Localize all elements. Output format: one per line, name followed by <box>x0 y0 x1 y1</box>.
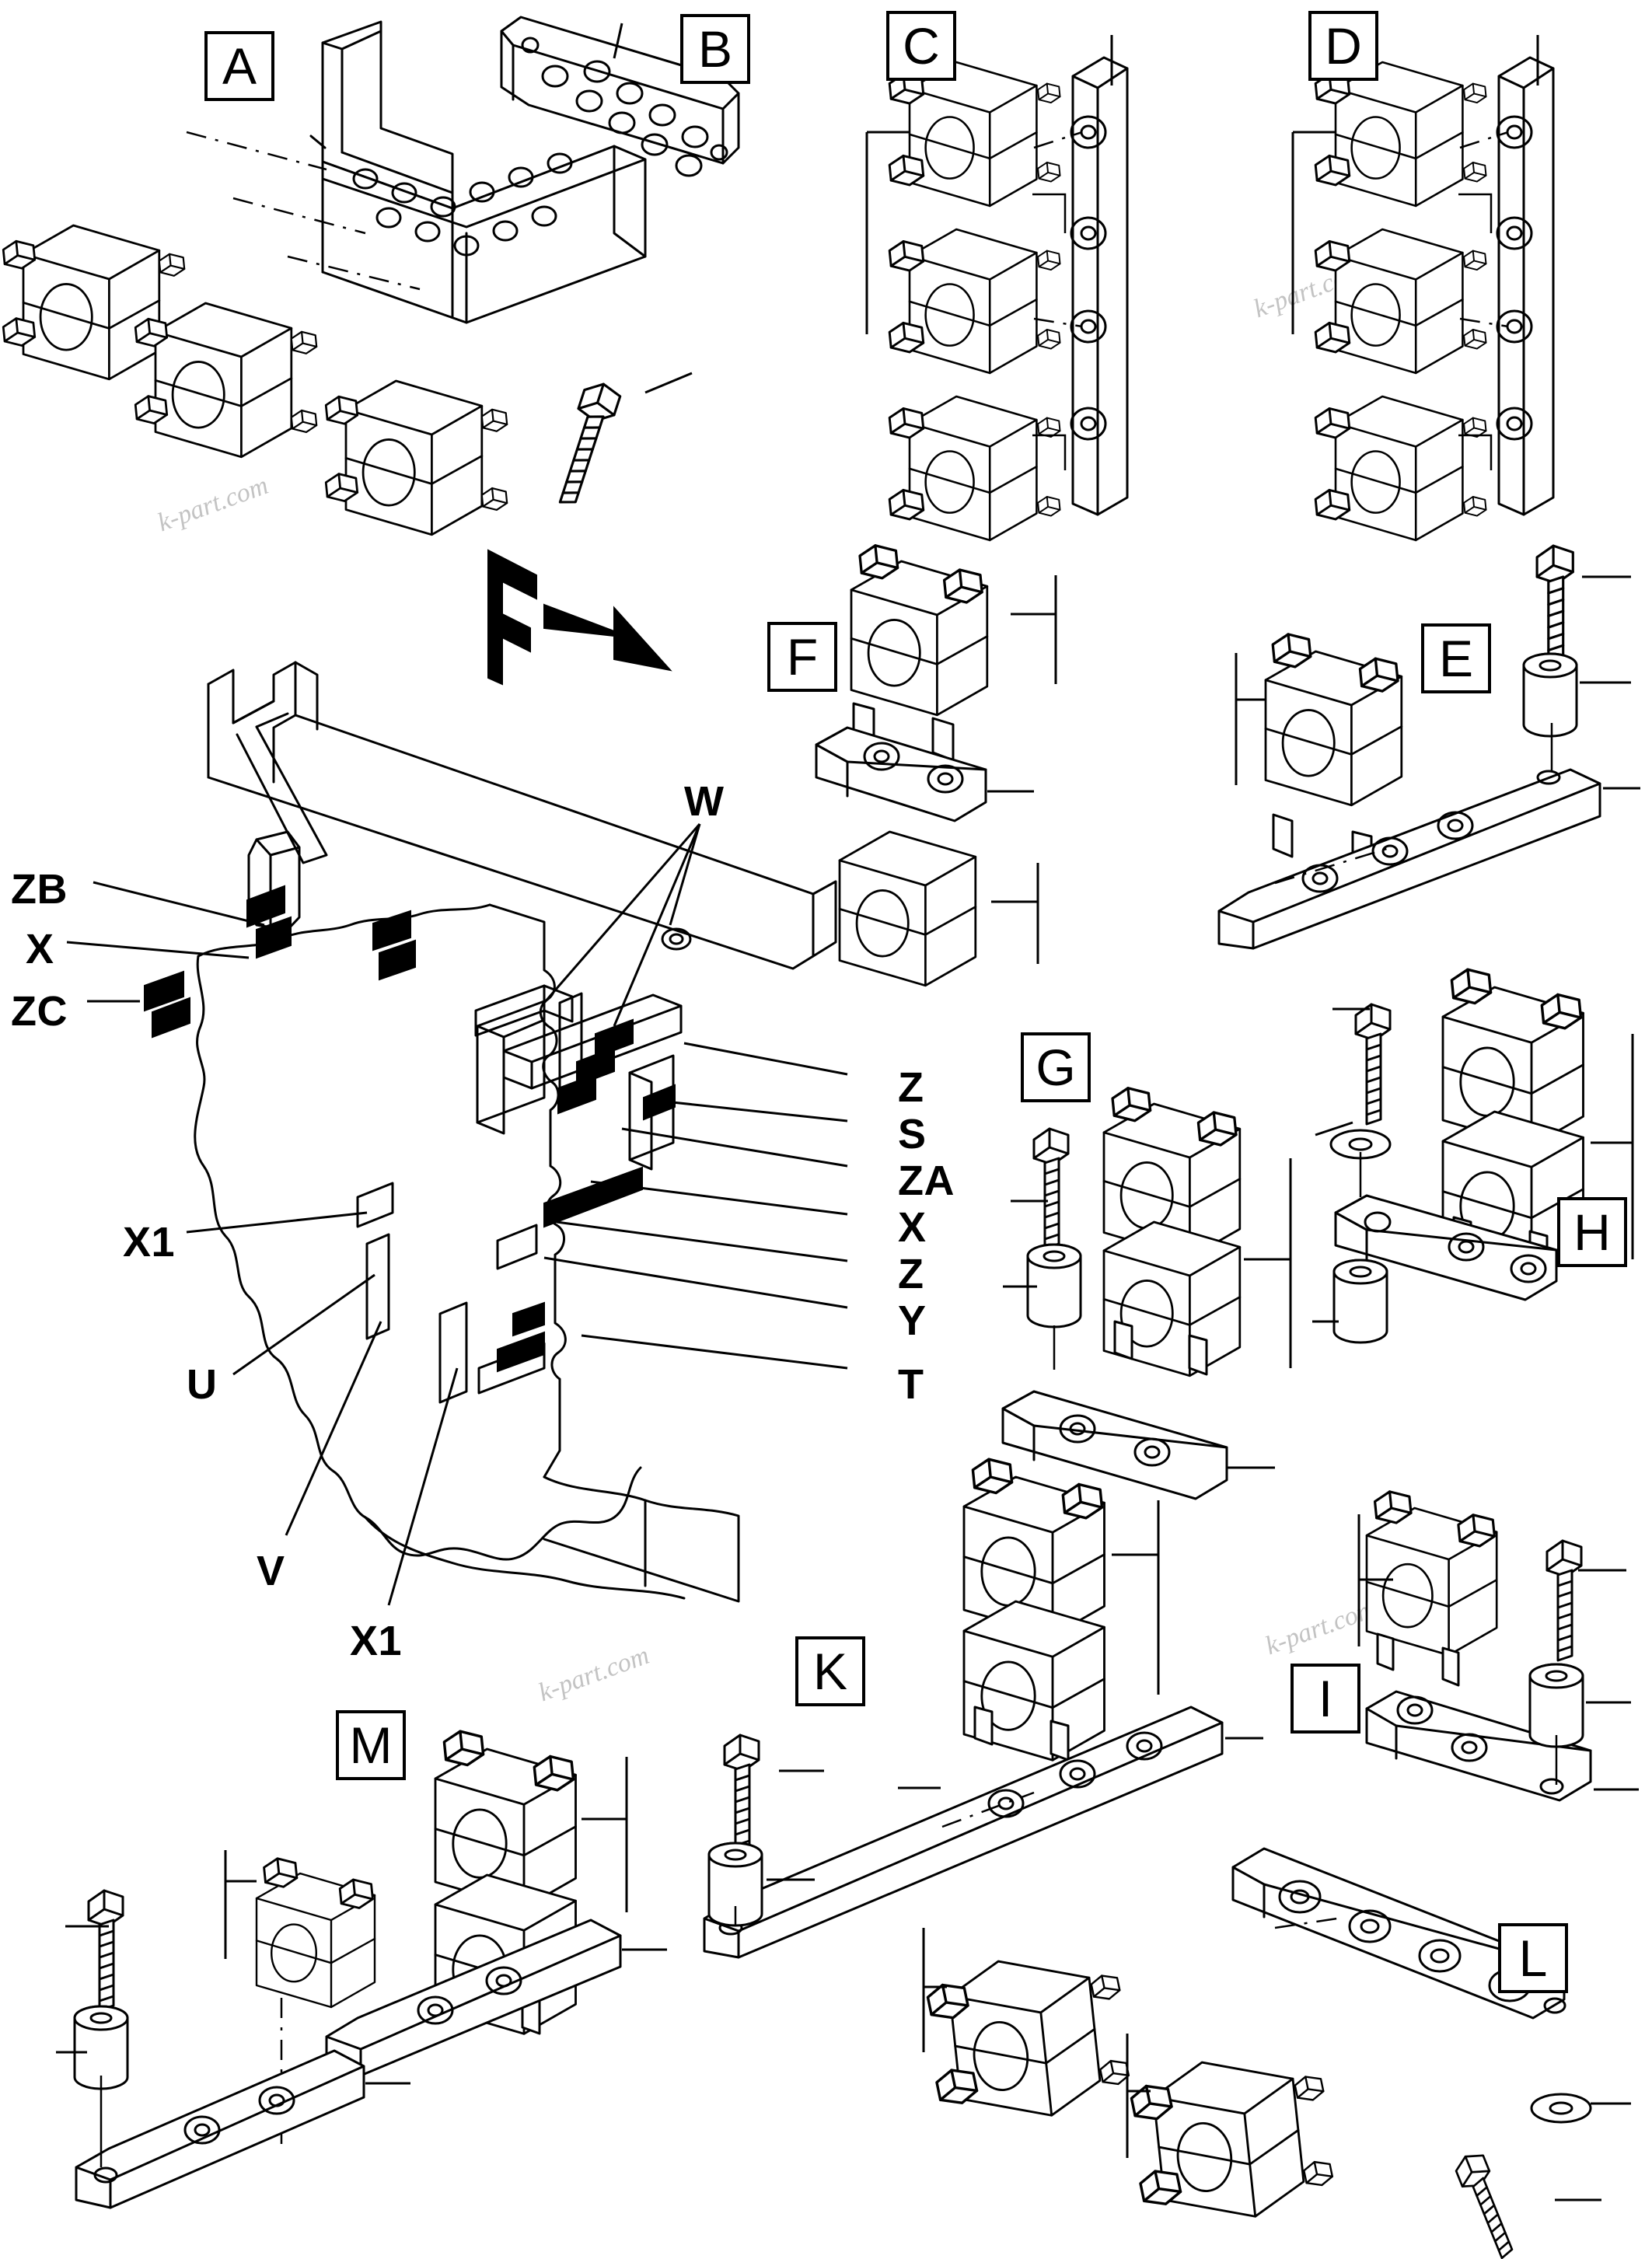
panel-label-i: I <box>1291 1664 1360 1734</box>
callout-label-z: Z <box>898 1064 924 1111</box>
panel-letter: H <box>1573 1203 1611 1261</box>
panel-letter: E <box>1438 630 1474 687</box>
panel-l-artwork <box>922 1847 1631 2259</box>
callout-label-v: V <box>257 1548 285 1594</box>
panel-h-artwork <box>1312 968 1634 1344</box>
panel-i-artwork <box>1357 1490 1639 1802</box>
engine-assembly-artwork <box>144 661 837 1603</box>
callout-label-x: X <box>26 926 54 972</box>
callout-label-x1: X1 <box>123 1219 176 1266</box>
panel-label-a: A <box>204 31 274 101</box>
panel-letter: D <box>1325 17 1362 75</box>
callout-label-s: S <box>898 1111 927 1157</box>
panel-d-artwork <box>1291 35 1555 542</box>
callout-label-zc: ZC <box>11 988 68 1035</box>
callout-label-zb: ZB <box>11 866 68 913</box>
panel-c-artwork <box>865 35 1129 542</box>
panel-letter: I <box>1318 1670 1333 1727</box>
callout-label-y: Y <box>898 1297 927 1344</box>
callout-leader-lines <box>66 823 848 1606</box>
panel-letter: K <box>812 1643 848 1700</box>
callout-label-t: T <box>898 1361 924 1408</box>
callout-label-xr: X <box>898 1204 927 1251</box>
panel-e-artwork <box>1217 544 1640 950</box>
panel-label-f: F <box>767 622 837 692</box>
panel-label-m: M <box>336 1710 406 1780</box>
panel-g-artwork <box>1001 1087 1292 1500</box>
panel-label-k: K <box>795 1636 865 1706</box>
panel-m-artwork <box>56 1730 667 2209</box>
panel-label-g: G <box>1021 1032 1091 1102</box>
callout-label-w: W <box>684 778 725 825</box>
callout-label-x1b: X1 <box>350 1618 403 1664</box>
callout-label-za: ZA <box>898 1157 955 1204</box>
panel-letter: G <box>1036 1039 1076 1096</box>
panel-letter: A <box>222 37 257 95</box>
panel-b-artwork <box>500 16 740 177</box>
panel-label-h: H <box>1557 1197 1627 1267</box>
panel-letter: C <box>903 17 940 75</box>
panel-a-artwork <box>2 20 693 536</box>
panel-letter: F <box>786 628 819 686</box>
panel-label-d: D <box>1308 11 1378 81</box>
callout-label-zr: Z <box>898 1251 924 1297</box>
panel-label-c: C <box>886 11 956 81</box>
panel-label-e: E <box>1421 623 1491 693</box>
panel-f-artwork <box>815 544 1057 987</box>
panel-letter: M <box>349 1716 393 1774</box>
direction-arrow-label <box>480 544 675 684</box>
callout-label-u: U <box>187 1361 218 1408</box>
direction-arrow-f <box>487 549 672 686</box>
panel-letter: B <box>697 20 733 78</box>
panel-label-l: L <box>1498 1923 1568 1993</box>
panel-k-artwork <box>703 1458 1263 1959</box>
panel-label-b: B <box>680 14 750 84</box>
panel-letter: L <box>1518 1929 1548 1987</box>
